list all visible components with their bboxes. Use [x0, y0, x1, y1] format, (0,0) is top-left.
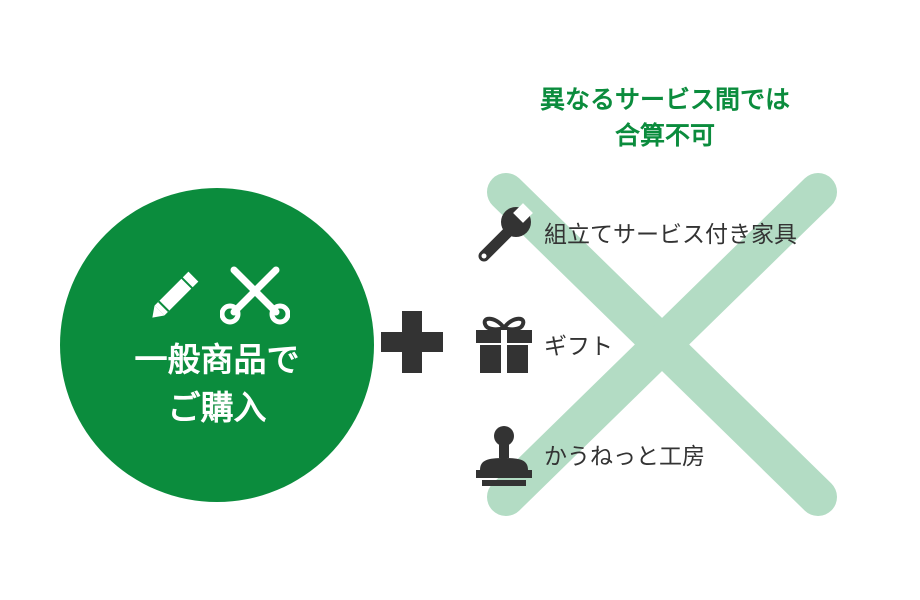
- service-item-gift: ギフト: [472, 312, 872, 382]
- circle-icon-row: [60, 264, 374, 326]
- scissors-icon: [220, 266, 290, 325]
- pencil-icon: [152, 271, 199, 318]
- note-line2: 合算不可: [614, 121, 715, 150]
- general-products-text: 一般商品で ご購入: [60, 336, 374, 432]
- service-label-kaunet-workshop: かうねっと工房: [544, 444, 705, 470]
- wrench-icon: [478, 203, 533, 262]
- not-combinable-note: 異なるサービス間では 合算不可: [500, 82, 830, 154]
- plus-icon: [381, 311, 443, 373]
- circle-text-line1: 一般商品で: [134, 340, 300, 379]
- service-label-assembly-furniture: 組立てサービス付き家具: [544, 222, 797, 248]
- gift-icon: [476, 316, 532, 373]
- circle-text-line2: ご購入: [167, 388, 267, 427]
- note-line1: 異なるサービス間では: [539, 85, 790, 114]
- general-products-circle: 一般商品で ご購入: [60, 188, 374, 502]
- service-item-assembly-furniture: 組立てサービス付き家具: [472, 200, 872, 270]
- service-label-gift: ギフト: [544, 334, 613, 360]
- not-combinable-cross-icon: [487, 173, 837, 516]
- stamp-icon: [476, 426, 532, 486]
- service-item-kaunet-workshop: かうねっと工房: [472, 422, 872, 492]
